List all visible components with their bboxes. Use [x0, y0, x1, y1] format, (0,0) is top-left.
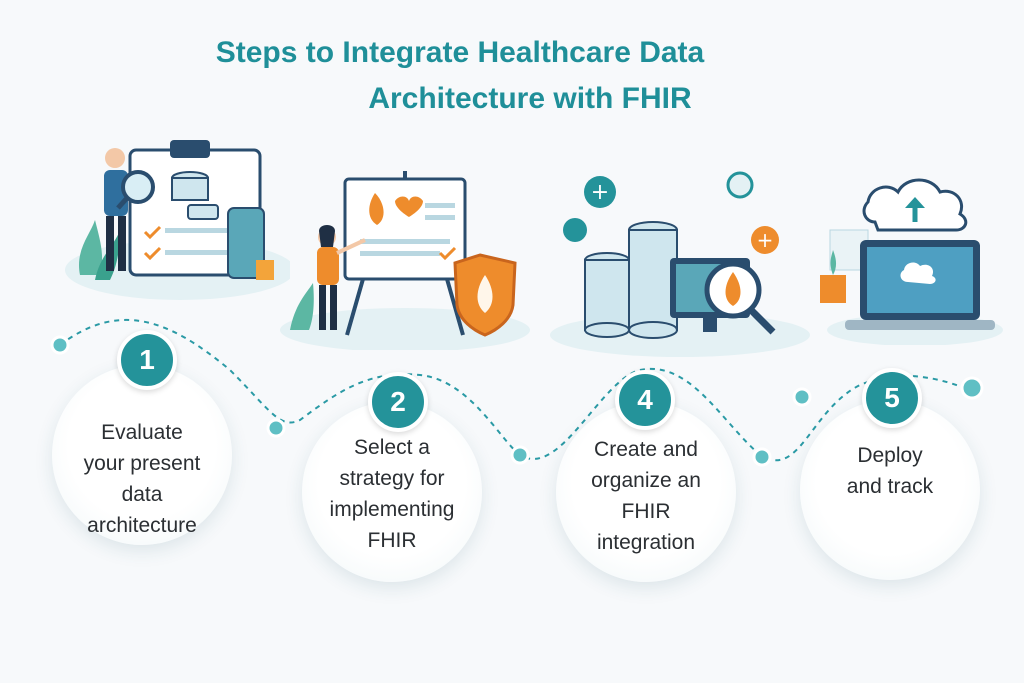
step-disc	[556, 402, 736, 582]
step-3-line: Create and	[594, 438, 698, 461]
step-disc	[52, 365, 232, 545]
step-4-card: Deploy and track	[800, 400, 980, 580]
step-1-line: Evaluate	[101, 421, 183, 444]
path-node-dot	[752, 447, 772, 467]
step-2-badge: 2	[368, 372, 428, 432]
step-disc	[800, 400, 980, 580]
step-2-line: FHIR	[367, 529, 417, 552]
page-title: Steps to Integrate Healthcare Data Archi…	[0, 30, 920, 122]
step-2-line: strategy for	[339, 467, 445, 490]
step-2-line: Select a	[354, 436, 430, 459]
cloud-deploy-illustration	[820, 178, 1003, 345]
path-node-dot	[266, 418, 286, 438]
step-2-card: Select a strategy for implementing FHIR	[302, 402, 482, 582]
step-disc	[302, 402, 482, 582]
step-1-text: Evaluate your present data architecture	[66, 417, 218, 541]
step-4-line: Deploy	[857, 444, 923, 467]
database-integration-illustration: + +	[550, 171, 810, 357]
step-3-line: FHIR	[621, 500, 671, 523]
step-3-card: Create and organize an FHIR integration	[556, 402, 736, 582]
svg-text:+: +	[591, 180, 609, 205]
path-node-dot	[792, 387, 812, 407]
path-node-dot	[960, 376, 984, 400]
clipboard-analysis-illustration	[65, 140, 290, 300]
step-3-line: organize an	[591, 469, 701, 492]
step-2-text: Select a strategy for implementing FHIR	[316, 432, 468, 556]
step-3-line: integration	[596, 531, 696, 554]
step-1-line: data	[121, 483, 163, 506]
step-1-card: Evaluate your present data architecture	[52, 365, 232, 545]
step-4-text: Deploy and track	[814, 440, 966, 502]
svg-text:+: +	[757, 228, 774, 252]
step-3-badge: 4	[615, 370, 675, 430]
step-4-line: and track	[846, 475, 934, 498]
title-line-1: Steps to Integrate Healthcare Data	[215, 36, 705, 69]
step-1-line: your present	[83, 452, 201, 475]
path-node-dot	[510, 445, 530, 465]
step-1-badge: 1	[117, 330, 177, 390]
strategy-presentation-illustration	[280, 171, 530, 350]
step-2-line: implementing	[329, 498, 455, 521]
step-1-line: architecture	[87, 514, 197, 537]
title-line-2: Architecture with FHIR	[368, 82, 692, 115]
path-node-dot	[50, 335, 70, 355]
step-4-badge: 5	[862, 368, 922, 428]
step-3-text: Create and organize an FHIR integration	[570, 434, 722, 558]
